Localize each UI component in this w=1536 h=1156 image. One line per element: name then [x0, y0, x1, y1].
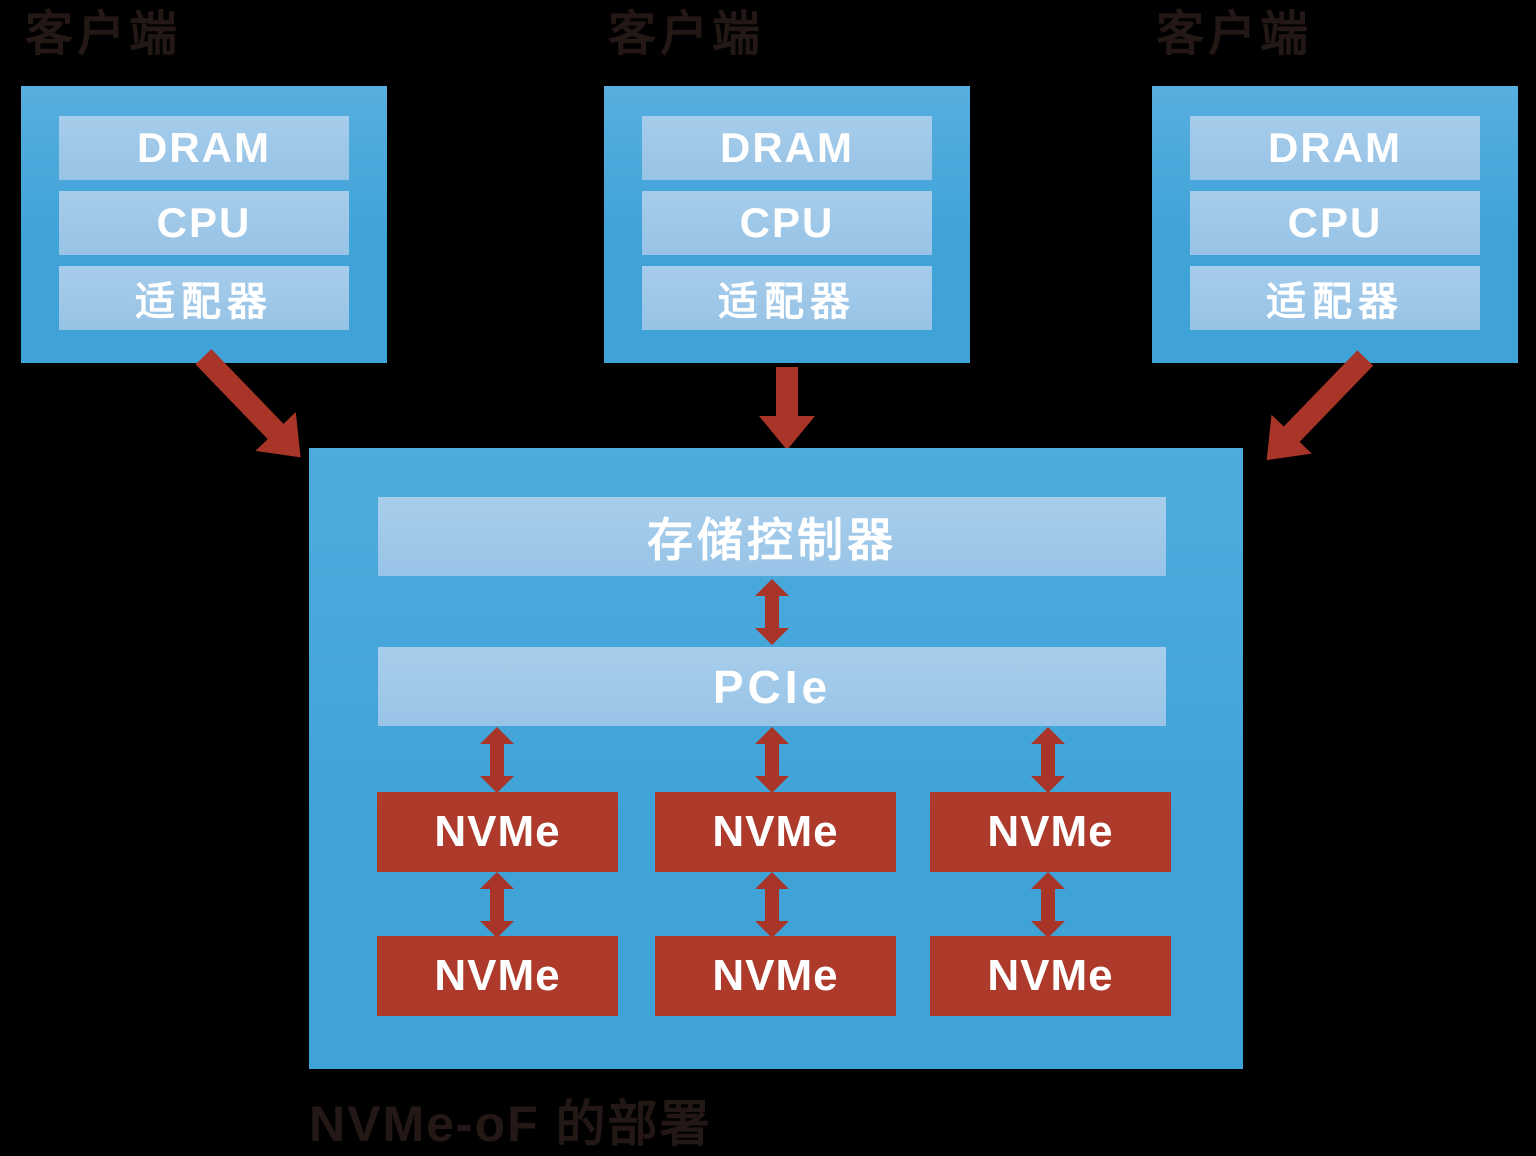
nvme-box-r1c2: NVMe: [655, 792, 896, 872]
client-2-to-storage-arrow-icon: [759, 367, 815, 450]
client-3-box: DRAM CPU 适配器: [1152, 86, 1518, 363]
client-3-adapter-bar: 适配器: [1190, 266, 1480, 330]
client-2-adapter-bar: 适配器: [642, 266, 932, 330]
client-2-box: DRAM CPU 适配器: [604, 86, 970, 363]
client-1-dram-bar: DRAM: [59, 116, 349, 180]
nvme-box-r1c3: NVMe: [930, 792, 1171, 872]
pcie-nvme-double-arrow-3-icon: [1031, 727, 1065, 793]
client-1-title: 客户端: [25, 8, 182, 61]
client-3-cpu-bar: CPU: [1190, 191, 1480, 255]
pcie-nvme-double-arrow-2-icon: [755, 727, 789, 793]
client-1-to-storage-arrow-icon: [195, 349, 301, 458]
client-2-dram-bar: DRAM: [642, 116, 932, 180]
client-1-adapter-bar: 适配器: [59, 266, 349, 330]
client-2-title: 客户端: [608, 8, 765, 61]
nvme-nvme-double-arrow-3-icon: [1031, 872, 1065, 938]
client-2-cpu-bar: CPU: [642, 191, 932, 255]
diagram-caption: NVMe-oF 的部署: [309, 1096, 712, 1152]
nvme-box-r2c1: NVMe: [377, 936, 618, 1016]
nvme-box-r2c3: NVMe: [930, 936, 1171, 1016]
storage-controller-bar: 存储控制器: [378, 497, 1166, 576]
storage-array-box: 存储控制器 PCIe NVMe NVMe NVMe NVMe NVMe NVMe: [309, 448, 1243, 1069]
client-3-title: 客户端: [1156, 8, 1313, 61]
pcie-bar: PCIe: [378, 647, 1166, 726]
client-1-box: DRAM CPU 适配器: [21, 86, 387, 363]
controller-pcie-double-arrow-icon: [755, 579, 789, 645]
pcie-nvme-double-arrow-1-icon: [480, 727, 514, 793]
client-1-cpu-bar: CPU: [59, 191, 349, 255]
nvme-box-r1c1: NVMe: [377, 792, 618, 872]
client-3-dram-bar: DRAM: [1190, 116, 1480, 180]
client-3-to-storage-arrow-icon: [1266, 350, 1374, 461]
nvme-nvme-double-arrow-2-icon: [755, 872, 789, 938]
nvme-box-r2c2: NVMe: [655, 936, 896, 1016]
nvme-nvme-double-arrow-1-icon: [480, 872, 514, 938]
